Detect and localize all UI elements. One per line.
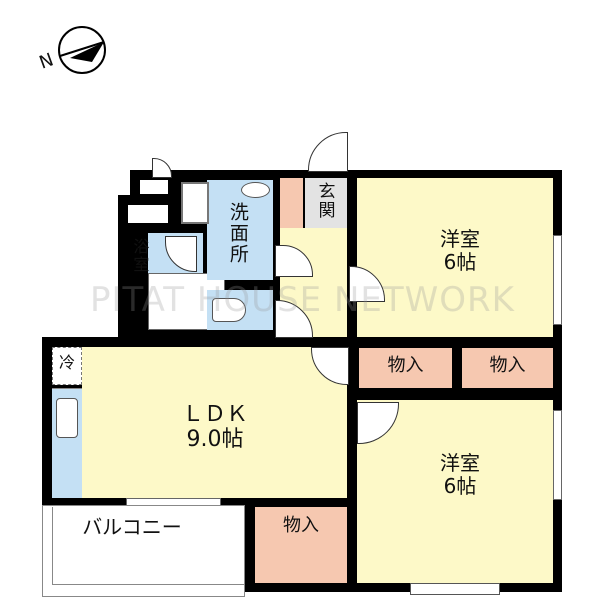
compass: N [37, 20, 118, 80]
washroom-door[interactable] [275, 245, 313, 277]
bath-door[interactable] [165, 236, 197, 272]
closet-3 [255, 507, 347, 583]
utility-box [140, 180, 168, 194]
western-room-top-label: 洋室 6帖 [420, 228, 500, 274]
front-door[interactable] [308, 132, 348, 172]
closet-1-label: 物入 [387, 355, 424, 376]
shoe-storage [280, 178, 303, 228]
western-room-bottom-name: 洋室 [440, 451, 480, 475]
compass-icon [58, 26, 106, 74]
bay-window [410, 583, 500, 595]
window [553, 235, 562, 325]
utility-box [128, 205, 168, 223]
western-room-bottom [357, 400, 553, 583]
window [553, 410, 562, 500]
balcony [42, 505, 245, 597]
fridge-space [52, 347, 82, 385]
fridge-label: 冷 [58, 353, 75, 372]
washroom-label: 洗面所 [226, 202, 249, 265]
washing-machine [181, 182, 209, 224]
western-room-bottom-size: 6帖 [443, 474, 477, 498]
balcony-label: バルコニー [82, 515, 182, 539]
kitchen-sink [56, 398, 78, 438]
bath-label: 浴室 [130, 238, 150, 274]
western-room-top-name: 洋室 [440, 227, 480, 251]
closet-2 [462, 348, 553, 388]
watermark: PITAT HOUSE NETWORK [90, 280, 515, 320]
closet-2-label: 物入 [489, 355, 526, 376]
balcony-inner [52, 507, 245, 585]
closet-1 [359, 348, 452, 388]
back-door[interactable] [152, 158, 172, 178]
entrance-label: 玄関 [314, 182, 335, 220]
ldk-name: ＬＤＫ [181, 402, 248, 427]
western-room-top [357, 178, 553, 337]
western-room-bottom-label: 洋室 6帖 [420, 452, 500, 498]
ldk-size: 9.0帖 [186, 427, 244, 453]
closet-3-label: 物入 [283, 515, 319, 536]
sink [241, 182, 270, 198]
ldk-label: ＬＤＫ 9.0帖 [160, 402, 270, 453]
entrance [305, 178, 347, 228]
western-room-top-size: 6帖 [443, 250, 477, 274]
ldk-room [82, 347, 347, 498]
toilet [212, 298, 246, 322]
